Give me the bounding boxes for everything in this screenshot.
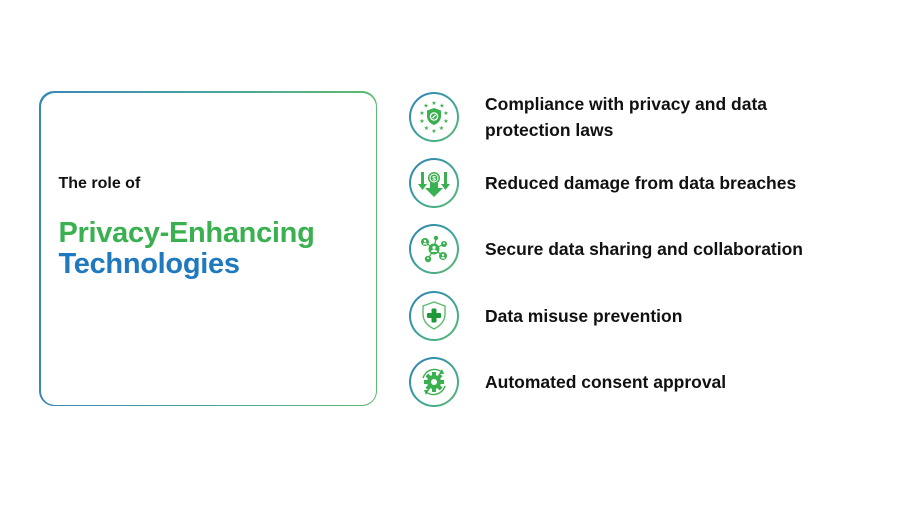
- benefit-label-line1: Compliance with privacy and data: [485, 94, 768, 114]
- icon-ring: [409, 291, 459, 341]
- icon-ring: [409, 224, 459, 274]
- benefit-item-misuse: Data misuse prevention: [409, 291, 885, 341]
- benefit-label: Automated consent approval: [485, 372, 727, 392]
- card-subtitle: The role of: [58, 174, 141, 192]
- benefit-label: Data misuse prevention: [485, 306, 683, 326]
- benefit-label: Compliance with privacy and data protect…: [485, 91, 885, 143]
- benefit-label: Reduced damage from data breaches: [485, 173, 797, 193]
- svg-text:★: ★: [424, 125, 429, 132]
- svg-text:★: ★: [431, 128, 436, 135]
- card-title-line2: Technologies: [58, 247, 240, 280]
- money-down-arrows-icon: $: [418, 172, 450, 197]
- svg-text:★: ★: [431, 100, 436, 107]
- svg-text:★: ★: [439, 125, 444, 132]
- svg-text:★: ★: [443, 110, 448, 117]
- icon-ring: $: [409, 158, 459, 208]
- svg-text:★: ★: [423, 103, 428, 110]
- svg-text:★: ★: [443, 118, 448, 125]
- card-title-line1: Privacy-Enhancing: [58, 216, 315, 249]
- svg-text:$: $: [432, 176, 436, 183]
- benefit-label: Secure data sharing and collaboration: [485, 239, 803, 259]
- benefit-item-consent: Automated consent approval: [409, 357, 885, 407]
- card-content: The role of Privacy-Enhancing Technologi…: [40, 92, 376, 405]
- benefit-item-sharing: Secure data sharing and collaboration: [409, 224, 885, 274]
- benefit-item-breach: $ Reduced damage from data breaches: [409, 158, 885, 208]
- benefit-label-line2: protection laws: [485, 120, 614, 140]
- svg-text:★: ★: [419, 110, 424, 117]
- svg-text:★: ★: [419, 118, 424, 125]
- gear-cycle-icon: [422, 368, 446, 396]
- shield-plus-icon: [422, 301, 446, 330]
- icon-ring: ★ ★ ★ ★ ★ ★ ★ ★ ★ ★: [409, 92, 459, 142]
- pet-role-card: The role of Privacy-Enhancing Technologi…: [39, 91, 377, 406]
- svg-text:★: ★: [439, 103, 444, 110]
- network-people-icon: [421, 235, 447, 263]
- shield-stars-icon: ★ ★ ★ ★ ★ ★ ★ ★ ★ ★: [419, 100, 448, 135]
- benefit-item-compliance: ★ ★ ★ ★ ★ ★ ★ ★ ★ ★ Compliance with priv…: [409, 92, 885, 142]
- icon-ring: [409, 357, 459, 407]
